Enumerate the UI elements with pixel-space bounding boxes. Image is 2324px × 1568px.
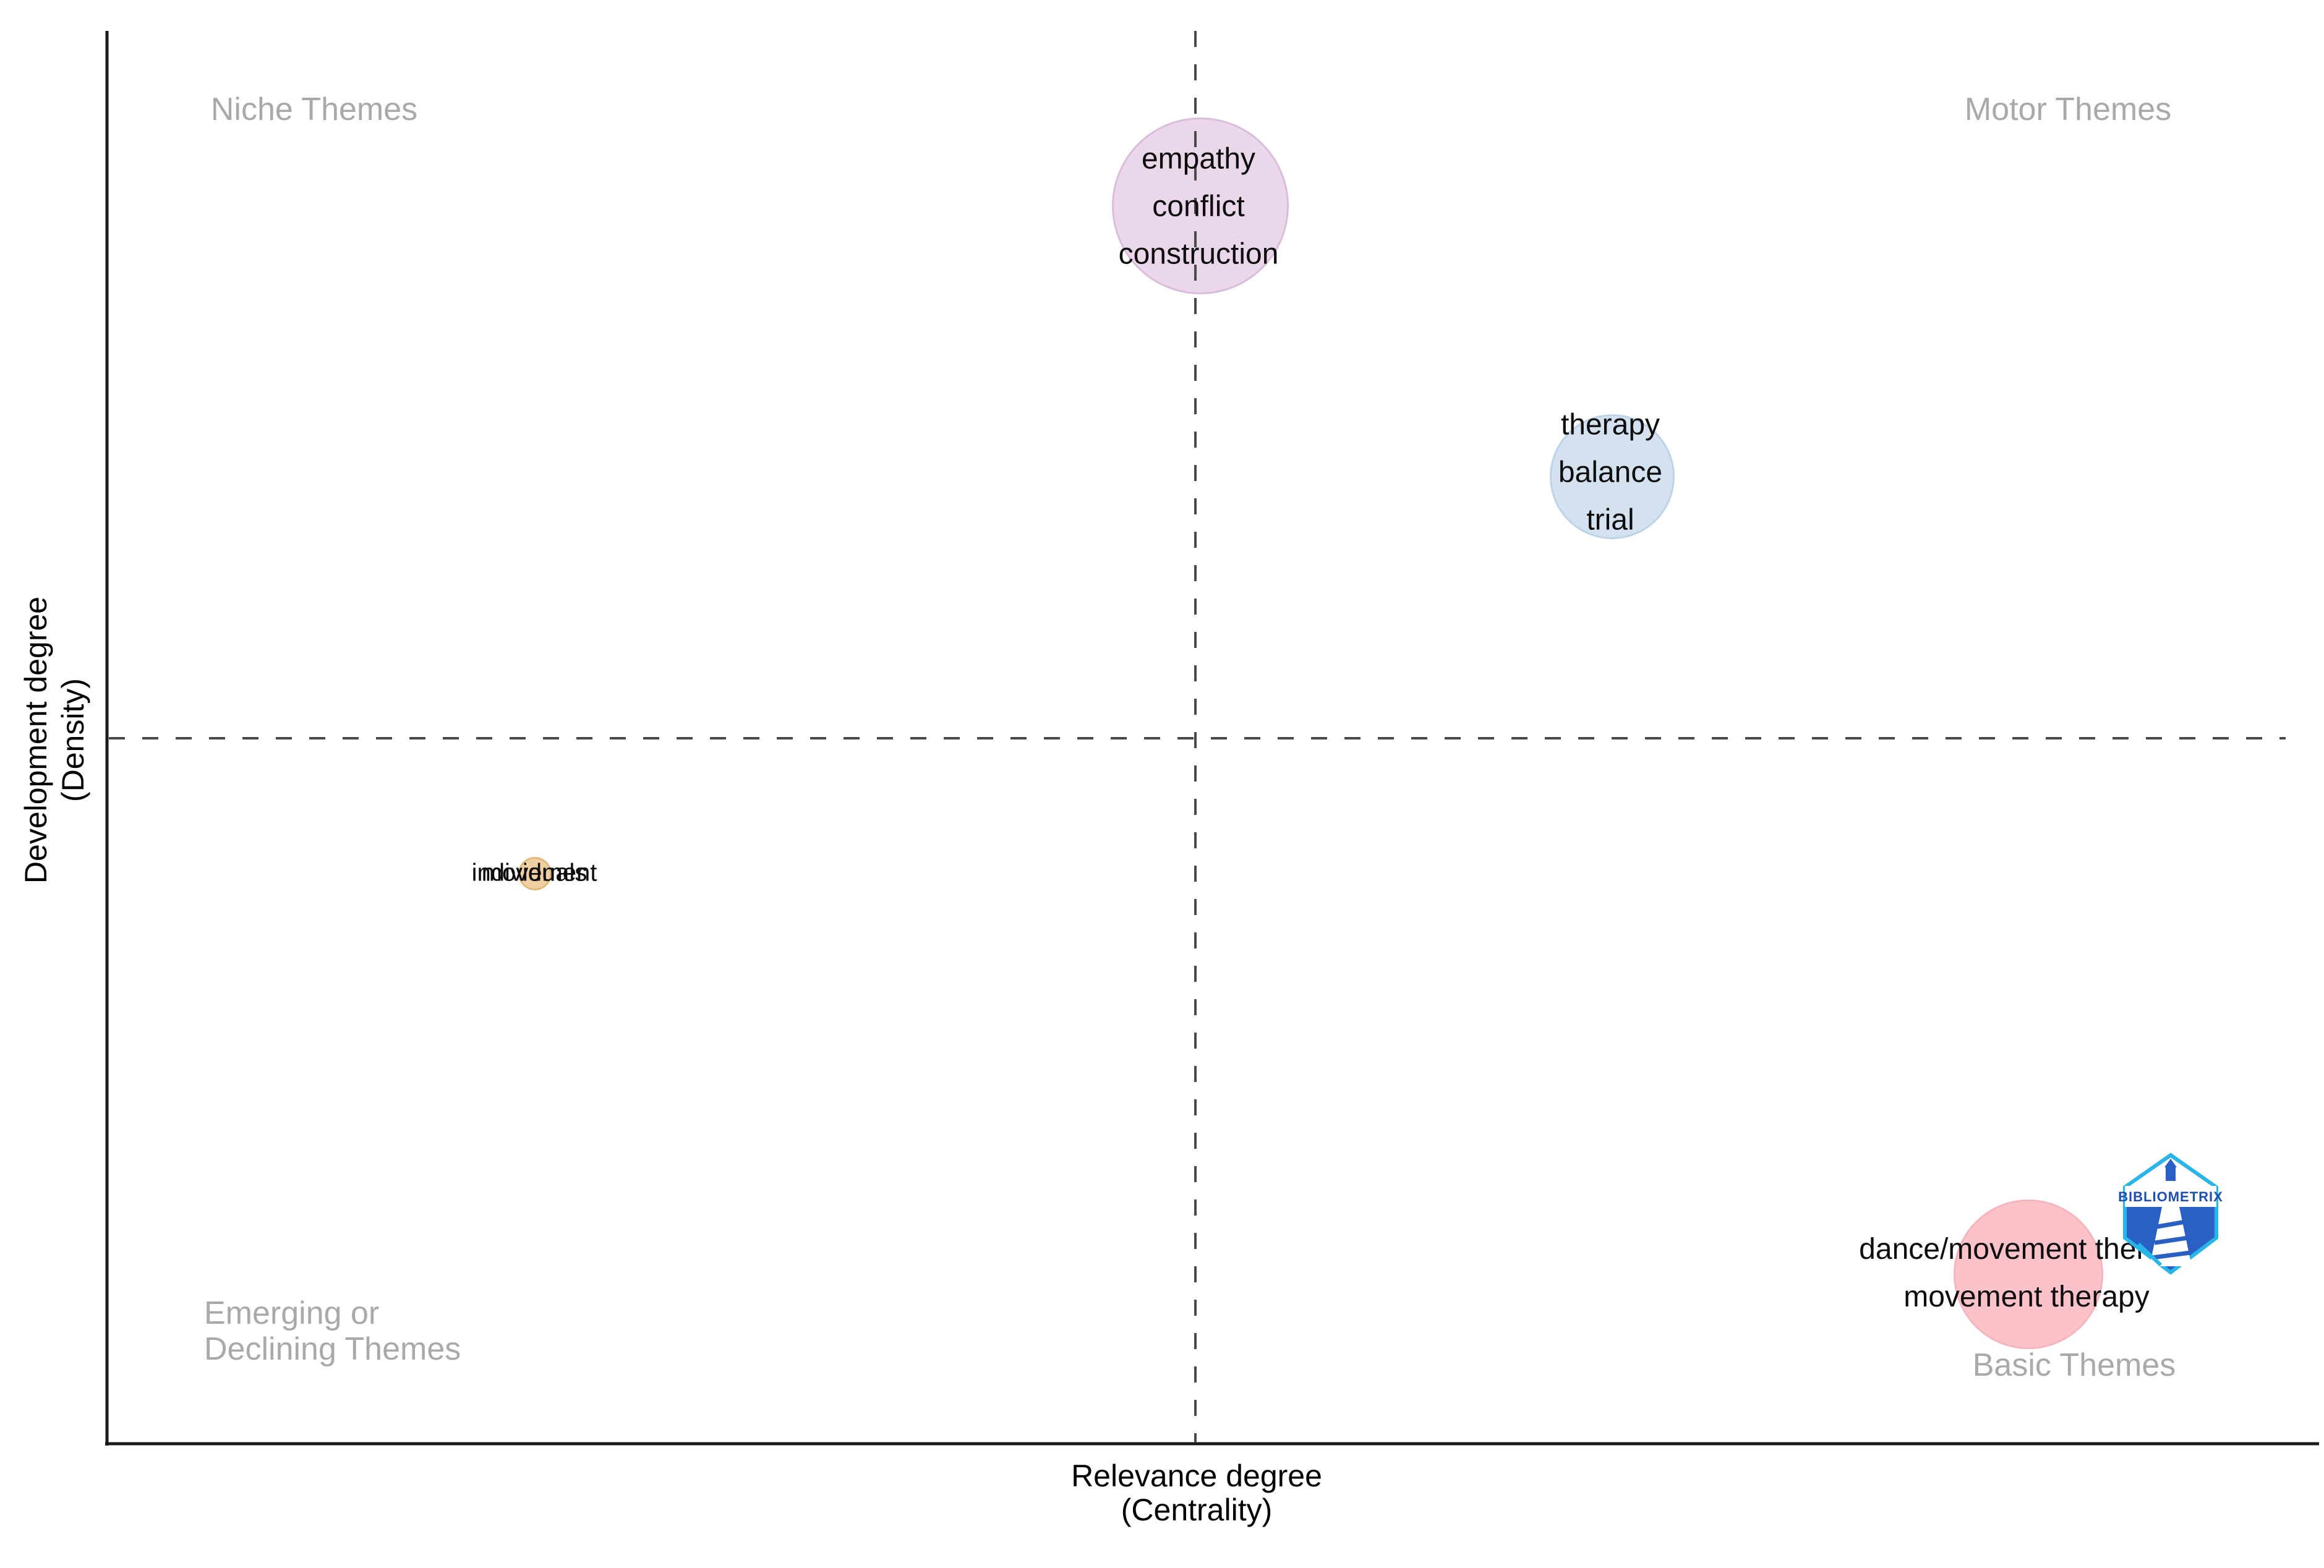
logo-lantern [2166,1166,2176,1181]
quadrant-label-line: Emerging or [204,1295,380,1331]
bubble-therapy-balance-trial [1550,414,1675,539]
quadrant-label-emerging-declining-themes: Emerging or Declining Themes [204,1295,461,1367]
logo-tower-stripe [2154,1235,2189,1245]
logo-accent-line [2137,1242,2163,1267]
bubble-label-empathy-conflict-construction: empathy conflict construction [1119,135,1279,278]
bubble-label-word-individuals: individuals [471,859,587,887]
bubble-label-word-movement: movement [481,859,597,887]
bibliometrix-logo: BIBLIOMETRIX [2117,1151,2224,1276]
logo-wordmark: BIBLIOMETRIX [2118,1189,2223,1204]
quadrant-label-niche-themes: Niche Themes [210,92,418,127]
bubble-empathy-conflict-construction [1112,117,1289,294]
quadrant-label-motor-themes: Motor Themes [1964,92,2172,127]
bubble-label-line: trial [1586,503,1634,537]
bubble-label-line: movement therapy [1903,1280,2150,1313]
x-axis-label: Relevance degree (Centrality) [1071,1459,1322,1527]
logo-band [2125,1186,2216,1207]
logo-lantern-roof [2164,1159,2177,1167]
bubble-label-line: therapy [1560,408,1660,441]
bubble-label-line: balance [1558,456,1663,489]
bubble-label-line: construction [1118,237,1279,271]
logo-tower-stripe [2151,1250,2191,1260]
bubble-label-line: empathy [1141,142,1256,176]
bubble-individuals-movement [518,857,552,890]
quadrant-label-basic-themes: Basic Themes [1972,1347,2176,1383]
bibliometrix-logo-graphic: BIBLIOMETRIX [2118,1153,2223,1275]
bubble-label-line: conflict [1152,190,1245,223]
x-axis-label-line: Relevance degree [1071,1459,1322,1493]
bubble-label-therapy-balance-trial: therapy balance trial [1558,401,1662,544]
quadrant-label-line: Declining Themes [204,1331,461,1367]
bubble-dance-movement-therapy [1954,1199,2103,1349]
x-axis-label-line: (Centrality) [1121,1493,1273,1527]
logo-tower-stripe [2156,1219,2186,1229]
